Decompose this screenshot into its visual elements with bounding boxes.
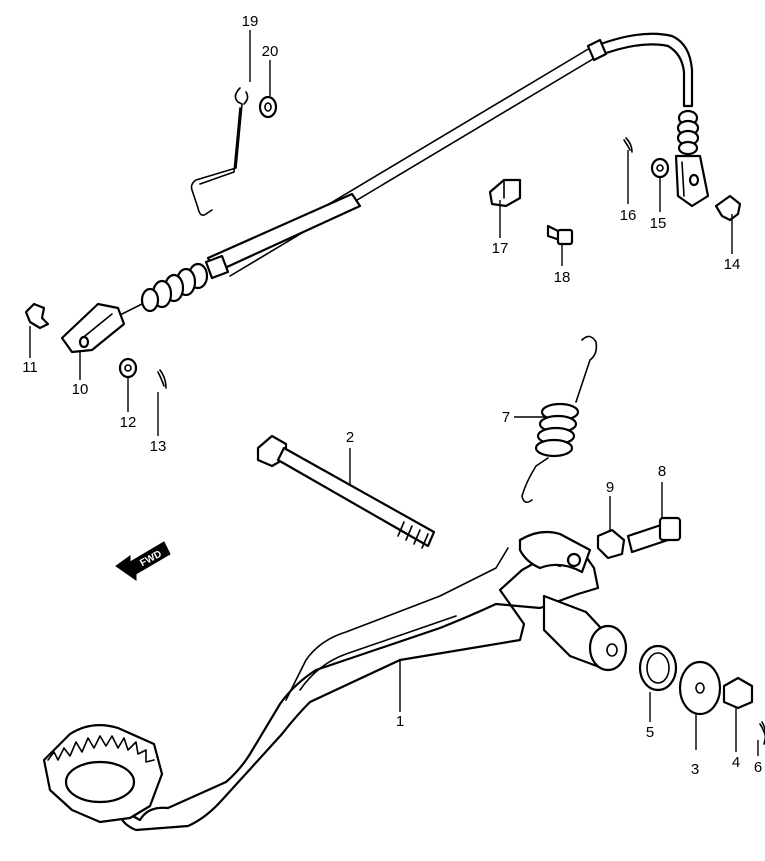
brake-rod — [190, 87, 249, 216]
callout-18: 18 — [554, 269, 571, 286]
cable-boot-upper — [676, 109, 700, 156]
washer-12 — [118, 357, 138, 379]
cable-bracket — [488, 178, 522, 208]
callout-5: 5 — [646, 724, 654, 741]
cotter-pin-6 — [759, 721, 765, 745]
callout-2: 2 — [346, 429, 354, 446]
leader-lines — [29, 30, 759, 756]
callout-16: 16 — [620, 207, 637, 224]
clevis-pin-14 — [714, 194, 742, 222]
fwd-label: FWD — [138, 549, 163, 569]
callout-6: 6 — [754, 759, 762, 776]
cable-clevis-lower — [60, 302, 126, 354]
washer-3 — [678, 660, 722, 716]
callout-7: 7 — [502, 409, 510, 426]
callout-12: 12 — [120, 414, 137, 431]
callout-13: 13 — [150, 438, 167, 455]
nut-4 — [722, 676, 754, 710]
forward-arrow-icon: FWD — [115, 541, 171, 581]
bolt-8 — [626, 516, 682, 554]
cotter-pin-16 — [623, 137, 633, 153]
callout-11: 11 — [22, 359, 38, 376]
callout-3: 3 — [691, 761, 699, 778]
cotter-pin-13 — [157, 369, 167, 389]
nut-9 — [596, 528, 626, 560]
callout-8: 8 — [658, 463, 666, 480]
brake-pedal — [42, 530, 628, 832]
brake-cable — [60, 32, 710, 354]
callout-20: 20 — [262, 43, 279, 60]
callout-19: 19 — [242, 13, 259, 30]
callout-9: 9 — [606, 479, 614, 496]
callout-1: 1 — [396, 713, 404, 730]
cable-boot-lower — [140, 262, 209, 313]
return-spring — [521, 335, 598, 504]
callout-17: 17 — [492, 240, 509, 257]
callout-15: 15 — [650, 215, 667, 232]
washer-5 — [638, 644, 678, 692]
clevis-pin-11 — [24, 302, 50, 330]
washer-15 — [650, 157, 670, 179]
callout-14: 14 — [724, 256, 741, 273]
callout-labels: 1 2 3 4 5 6 7 8 9 10 11 12 13 14 15 16 1… — [22, 13, 762, 778]
callout-10: 10 — [72, 381, 89, 398]
callout-4: 4 — [732, 754, 740, 771]
washer-20 — [258, 95, 278, 119]
pivot-bolt — [256, 434, 436, 549]
